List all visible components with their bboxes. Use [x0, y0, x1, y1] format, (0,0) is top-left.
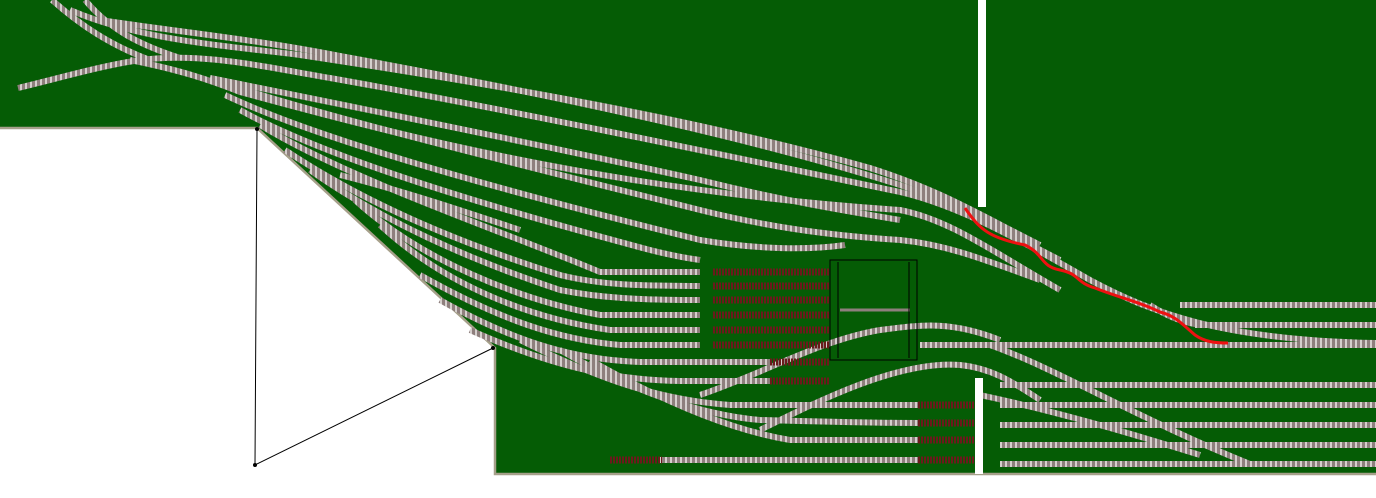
hidden-track-layer[interactable] — [610, 268, 975, 464]
track-layer[interactable] — [17, 0, 1376, 467]
track-segment[interactable] — [438, 297, 770, 365]
track-segment[interactable] — [308, 167, 701, 303]
track-segment[interactable] — [238, 107, 701, 263]
track-segment[interactable] — [979, 392, 1201, 458]
track-segment[interactable] — [352, 197, 700, 318]
track-segment[interactable] — [758, 361, 1042, 433]
track-segment[interactable] — [418, 272, 700, 348]
baseboard-gap-lower — [975, 378, 983, 474]
track-segment[interactable] — [283, 147, 701, 289]
corner-handle-icon[interactable] — [491, 346, 495, 350]
track-segment[interactable] — [699, 322, 1002, 398]
baseboard-outline — [253, 127, 495, 467]
track-segment[interactable] — [588, 357, 920, 443]
selected-route-path[interactable] — [963, 207, 1229, 345]
track-segment[interactable] — [50, 0, 152, 63]
corner-handle-icon[interactable] — [255, 127, 259, 131]
track-segment[interactable] — [339, 172, 521, 233]
traverser[interactable] — [829, 259, 918, 361]
track-segment[interactable] — [214, 77, 1042, 283]
traverser-outline — [829, 259, 918, 361]
baseboard-gap-upper — [978, 0, 986, 207]
track-segment[interactable] — [558, 347, 921, 426]
track-segment[interactable] — [99, 17, 1062, 263]
corner-handle-icon[interactable] — [253, 463, 257, 467]
track-segment[interactable] — [82, 0, 181, 61]
track-segment[interactable] — [209, 75, 901, 223]
track-segment[interactable] — [258, 122, 700, 275]
track-segment[interactable] — [377, 222, 700, 333]
track-segment[interactable] — [223, 92, 846, 252]
